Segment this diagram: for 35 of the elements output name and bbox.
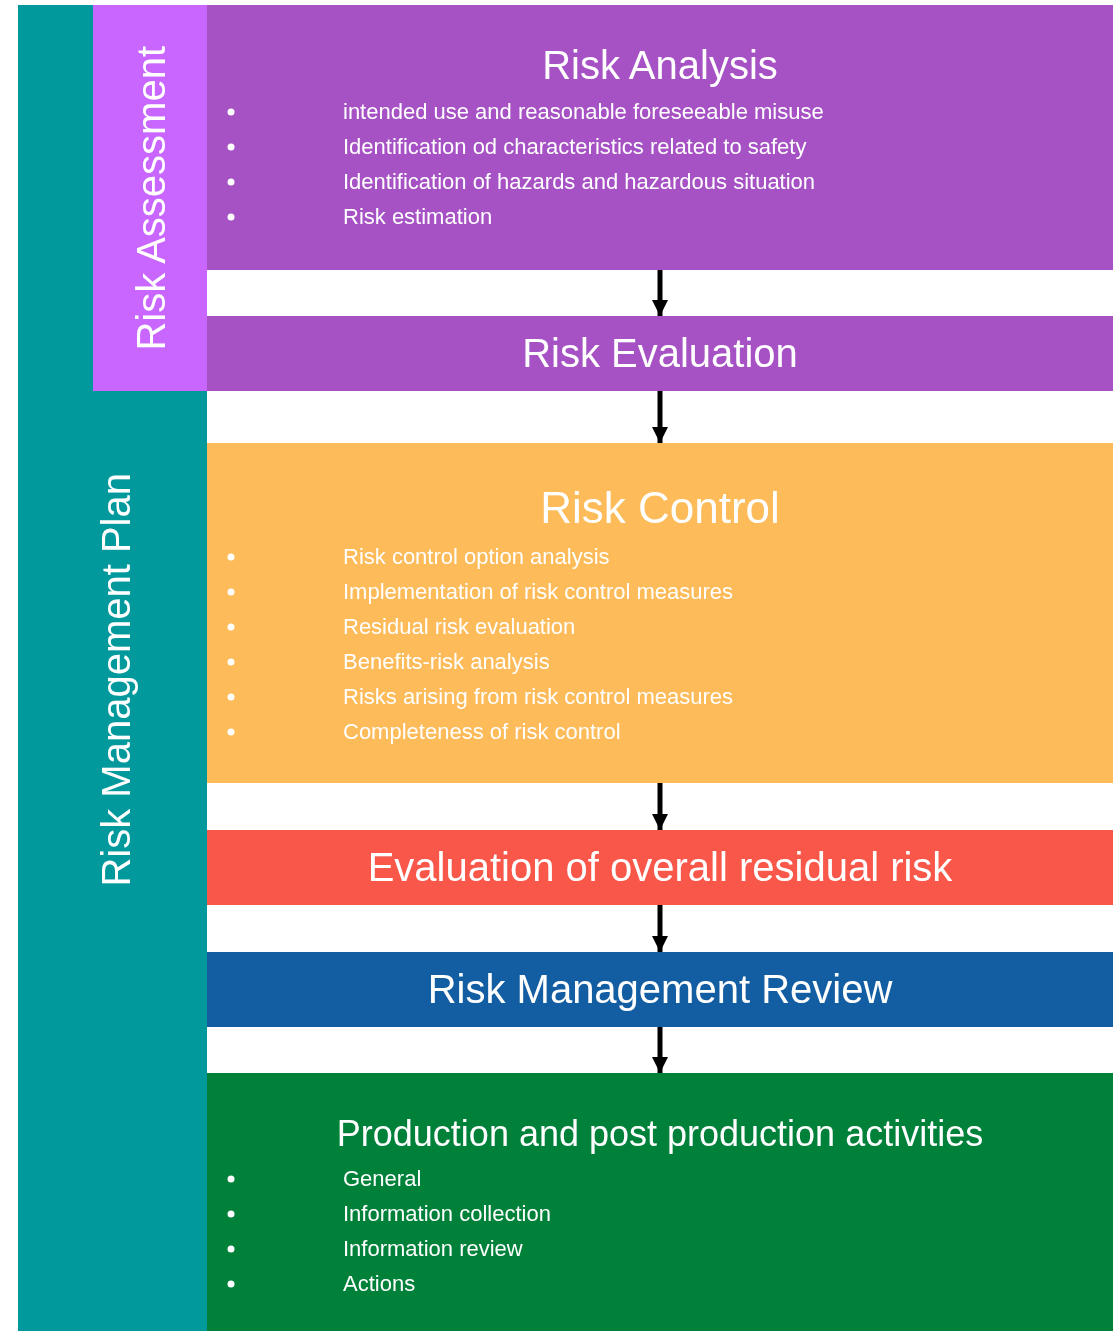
bullet-item: Information collection [343,1200,551,1228]
bullet-item: Risks arising from risk control measures [343,683,733,711]
process-box [207,1073,1113,1331]
bullet-item: Identification od characteristics related to safety [343,133,807,161]
bullet-item: Risk control option analysis [343,543,610,571]
arrow [652,391,668,443]
process-box [207,952,1113,1027]
band-title: Risk Management Plan [93,473,139,887]
bullet-item: Information review [343,1235,523,1263]
arrow [652,270,668,316]
step-title: Production and post production activities [335,1113,985,1155]
process-box [207,830,1113,905]
arrow [652,905,668,952]
bullet-item: Implementation of risk control measures [343,578,734,606]
bullet-item: Identification of hazards and hazardous situation [343,168,816,196]
arrow [652,783,668,830]
arrow [652,1027,668,1073]
step-title: Risk Evaluation [521,331,799,376]
bullet-item: Benefits-risk analysis [343,648,550,676]
phase-band [93,5,1113,391]
process-box [207,443,1113,783]
step-title: Risk Management Review [426,967,894,1012]
bullet-item: Completeness of risk control [343,718,621,746]
step-title: Risk Control [539,483,781,533]
bullet-item: Risk estimation [343,203,493,231]
bullet-item: intended use and reasonable foreseeable misuse [343,98,824,126]
phase-band [18,5,1113,1331]
step-title: Risk Analysis [541,43,779,88]
band-title: Risk Assessment [128,45,174,351]
process-box [207,5,1113,270]
process-box [207,316,1113,391]
bullet-item: Residual risk evaluation [343,613,576,641]
bullet-item: General [343,1165,422,1193]
bullet-item: Actions [343,1270,416,1298]
step-title: Evaluation of overall residual risk [366,845,954,890]
